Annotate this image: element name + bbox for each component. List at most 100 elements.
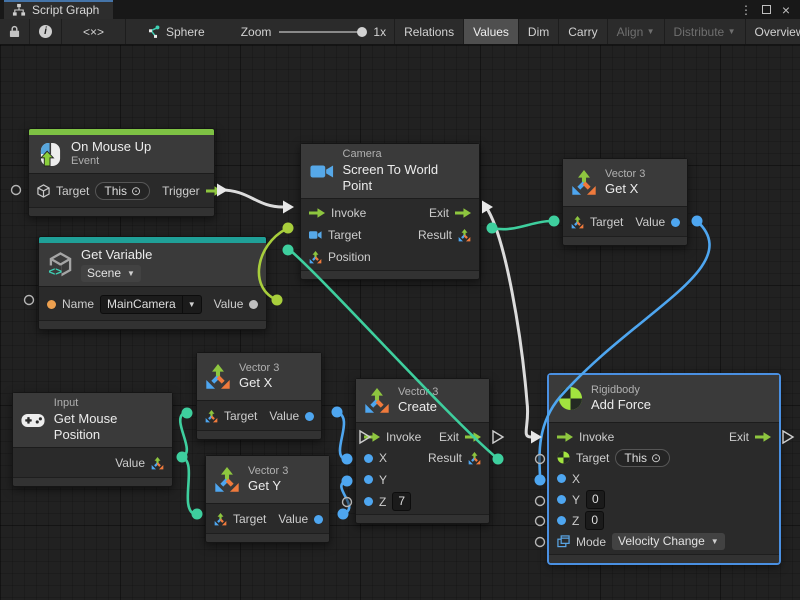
port-mouseup-target-in[interactable]	[10, 184, 22, 196]
carry-button[interactable]: Carry	[558, 19, 606, 44]
distribute-button[interactable]: Distribute ▼	[663, 19, 745, 44]
node-vector3-create[interactable]: Vector 3 Create Invoke Exit X Result	[355, 378, 490, 525]
port-addforce-exit-out[interactable]	[782, 429, 795, 445]
port-getx-top-target-in[interactable]	[548, 215, 560, 227]
y-value-field[interactable]: 0	[586, 490, 605, 509]
maximize-icon[interactable]	[758, 2, 774, 18]
exit-port-label: Exit	[438, 429, 459, 444]
tab-script-graph[interactable]: Script Graph	[4, 0, 114, 19]
y-port-dot	[364, 475, 373, 485]
port-addforce-y-in[interactable]	[534, 495, 546, 507]
lock-button[interactable]	[0, 19, 30, 44]
variable-name-dropdown[interactable]: MainCamera▼	[100, 294, 202, 314]
target-object-field[interactable]: This⊙	[95, 182, 151, 200]
port-getx-top-value-out[interactable]	[691, 215, 703, 227]
invoke-port-label: Invoke	[579, 429, 615, 444]
graph-breadcrumb[interactable]: Sphere	[126, 25, 215, 39]
node-get-mouse-position[interactable]: Input Get Mouse Position Value	[12, 392, 173, 488]
port-variable-value-out[interactable]	[271, 294, 283, 306]
zoom-slider-knob[interactable]	[357, 26, 368, 37]
value-port-dot	[305, 411, 315, 421]
node-title: Get Mouse Position	[53, 410, 118, 442]
port-addforce-x-in[interactable]	[534, 474, 546, 486]
port-gety-target-in[interactable]	[191, 508, 203, 520]
info-icon: i	[39, 25, 52, 38]
port-getx-mid-target-in[interactable]	[181, 407, 193, 419]
code-view-button[interactable]: <×>	[62, 19, 126, 44]
close-icon[interactable]: ×	[781, 1, 791, 18]
info-button[interactable]: i	[30, 19, 62, 44]
port-camera-target-in[interactable]	[282, 222, 294, 234]
vector3-icon	[151, 456, 164, 470]
y-port-label: Y	[572, 492, 581, 507]
gameobject-cube-icon	[37, 184, 50, 198]
variable-scope-dropdown[interactable]: Scene▼	[81, 265, 141, 283]
menu-icon[interactable]: ⋮	[740, 2, 752, 17]
port-create-result-out[interactable]	[492, 453, 504, 465]
node-get-y[interactable]: Vector 3 Get Y Target Value	[205, 455, 330, 543]
node-category: Vector 3	[398, 385, 439, 398]
target-port-label: Target	[576, 450, 610, 465]
invoke-port-label: Invoke	[386, 429, 422, 444]
port-addforce-target-in[interactable]	[534, 453, 546, 465]
value-port-dot	[249, 299, 259, 309]
flow-arrow-icon	[455, 208, 471, 218]
node-category: Input	[53, 397, 79, 409]
port-getx-mid-value-out[interactable]	[331, 406, 343, 418]
vector3-icon	[205, 363, 231, 390]
node-footer	[301, 270, 479, 280]
node-get-x-top[interactable]: Vector 3 Get X Target Value	[562, 158, 688, 246]
mouse-icon	[37, 142, 63, 167]
x-port-label: X	[379, 451, 388, 466]
x-port-label: X	[572, 471, 581, 486]
z-value-field[interactable]: 7	[392, 492, 412, 512]
wire-gety-to-create-y	[340, 480, 351, 516]
port-addforce-z-in[interactable]	[534, 515, 546, 527]
vector3-icon	[214, 466, 240, 493]
flow-arrow-icon	[557, 431, 573, 442]
name-port-dot	[47, 299, 56, 309]
result-port-label: Result	[417, 228, 452, 243]
port-gety-value-out[interactable]	[337, 508, 349, 520]
graph-canvas[interactable]: On Mouse Up Event Target This⊙ Trigger	[0, 45, 800, 600]
node-screen-to-world-point[interactable]: Camera Screen To World Point Invoke Exit…	[300, 143, 480, 281]
dim-button[interactable]: Dim	[517, 19, 558, 44]
wire-camera-to-addforce	[484, 205, 533, 439]
port-camera-exit-out[interactable]	[482, 200, 493, 214]
port-camera-position-in[interactable]	[282, 244, 294, 256]
object-picker-icon[interactable]: ⊙	[651, 450, 662, 465]
node-footer	[197, 430, 321, 439]
port-addforce-mode-in[interactable]	[534, 536, 546, 548]
port-camera-result-out[interactable]	[486, 222, 498, 234]
node-add-force[interactable]: Rigidbody Add Force Invoke Exit Target T…	[548, 374, 780, 564]
port-create-exit-out[interactable]	[492, 429, 505, 445]
object-picker-icon[interactable]: ⊙	[131, 184, 142, 198]
tab-title: Script Graph	[32, 2, 100, 17]
value-port-label: Value	[269, 409, 300, 423]
node-on-mouse-up[interactable]: On Mouse Up Event Target This⊙ Trigger	[28, 128, 222, 217]
port-camera-invoke-in[interactable]	[283, 200, 294, 214]
port-mousepos-value-out[interactable]	[176, 451, 188, 463]
align-button[interactable]: Align ▼	[606, 19, 664, 44]
port-variable-name-in[interactable]	[23, 294, 35, 306]
port-addforce-invoke-in[interactable]	[531, 430, 542, 444]
values-button[interactable]: Values	[463, 19, 518, 44]
graph-icon	[146, 24, 160, 39]
overview-button[interactable]: Overview	[744, 19, 800, 44]
port-create-y-in[interactable]	[341, 475, 353, 487]
wire-mouseup-to-camera	[219, 188, 285, 209]
zoom-slider[interactable]	[279, 26, 368, 37]
target-object-field[interactable]: This⊙	[615, 448, 671, 467]
port-create-z-in[interactable]	[341, 496, 353, 508]
relations-button[interactable]: Relations	[394, 19, 463, 44]
node-get-variable[interactable]: <> Get Variable Scene▼ Name MainCamera▼ …	[38, 236, 267, 331]
node-footer	[563, 236, 687, 245]
node-get-x-mid[interactable]: Vector 3 Get X Target Value	[196, 352, 322, 440]
port-create-x-in[interactable]	[341, 453, 353, 465]
force-mode-dropdown[interactable]: Velocity Change▼	[612, 533, 725, 550]
node-footer	[13, 477, 172, 487]
z-value-field[interactable]: 0	[585, 511, 605, 530]
node-footer	[356, 514, 489, 524]
node-title: On Mouse Up	[71, 139, 152, 154]
mode-port-label: Mode	[576, 534, 607, 549]
